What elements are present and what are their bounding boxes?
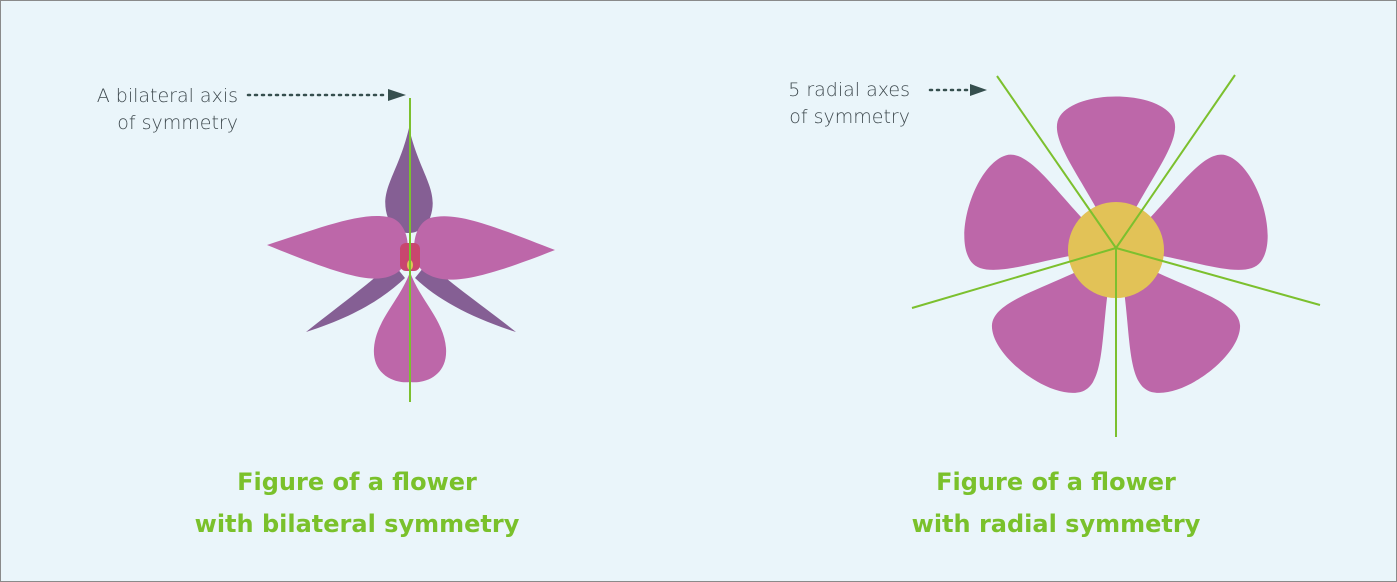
radial-annotation-line2: of symmetry — [789, 106, 910, 128]
radial-arrowhead — [970, 84, 987, 96]
radial-annotation-line1: 5 radial axes — [788, 79, 910, 101]
left-petal — [267, 216, 408, 279]
bilateral-annotation-line2: of symmetry — [117, 112, 238, 134]
bilateral-annotation-line1: A bilateral axis — [97, 85, 238, 107]
right-petal — [414, 216, 555, 279]
bilateral-caption-line1: Figure of a flower — [237, 468, 477, 496]
bilateral-flower — [248, 89, 555, 402]
bilateral-arrowhead — [388, 89, 406, 101]
bilateral-caption-line2: with bilateral symmetry — [195, 510, 520, 538]
radial-flower — [912, 75, 1320, 437]
radial-caption-line1: Figure of a flower — [936, 468, 1176, 496]
radial-caption-line2: with radial symmetry — [912, 510, 1201, 538]
